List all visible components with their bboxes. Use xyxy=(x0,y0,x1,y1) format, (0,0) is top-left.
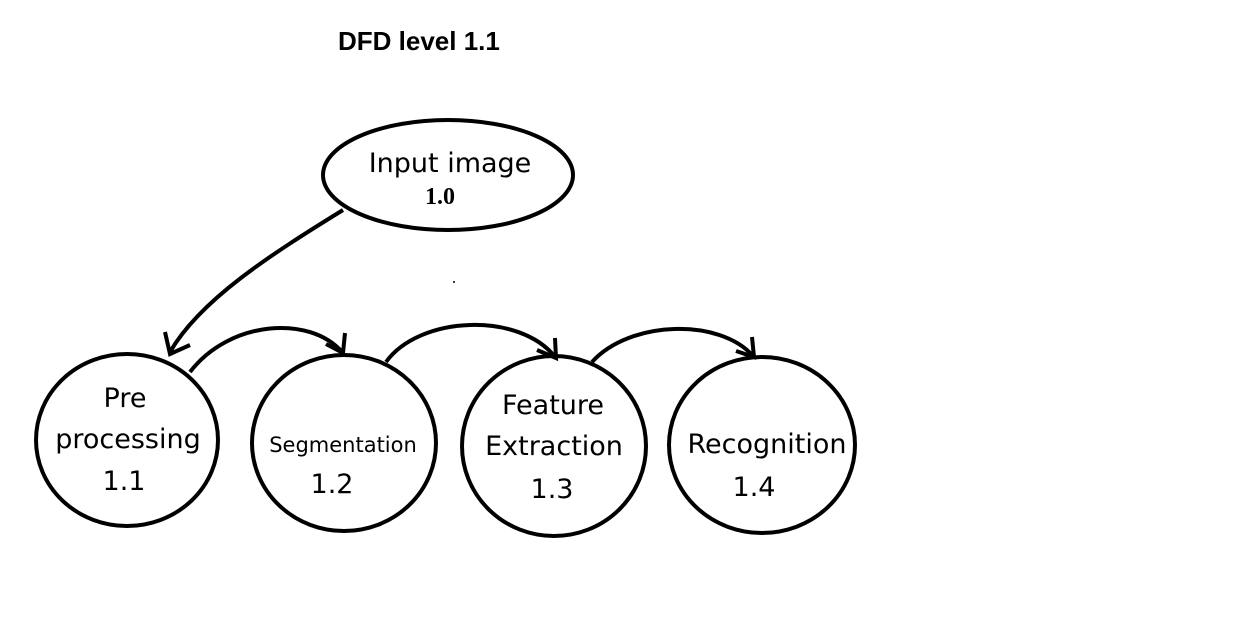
process-node-1-4 xyxy=(667,355,857,535)
input-image-label: Input image xyxy=(368,148,532,179)
process-node-1-1 xyxy=(34,352,220,528)
process-1-1-number: 1.1 xyxy=(102,466,146,497)
process-1-4-label: Recognition xyxy=(687,429,847,460)
flow-arrow-1-3-to-1-4 xyxy=(590,326,755,364)
flow-arrow-input-to-preprocessing xyxy=(168,208,345,354)
arrowhead-input-to-preprocessing xyxy=(163,331,191,357)
flow-arrow-1-1-to-1-2 xyxy=(188,325,344,374)
process-1-1-label-line2: processing xyxy=(55,424,201,455)
arrowhead-1-2-to-1-3 xyxy=(536,337,559,362)
process-1-4-number: 1.4 xyxy=(732,472,776,503)
diagram-title: DFD level 1.1 xyxy=(338,26,500,56)
input-image-node xyxy=(321,118,575,232)
process-1-2-number: 1.2 xyxy=(310,469,354,500)
process-1-1-label-line1: Pre xyxy=(103,383,147,414)
process-1-3-label-line1: Feature xyxy=(501,390,605,421)
flow-arrow-1-2-to-1-3 xyxy=(384,322,557,364)
arrowhead-1-3-to-1-4 xyxy=(735,336,757,360)
stray-dot xyxy=(453,281,455,283)
process-1-2-label: Segmentation xyxy=(269,433,417,457)
arrowhead-1-1-to-1-2 xyxy=(325,332,347,357)
process-1-3-number: 1.3 xyxy=(530,474,574,505)
input-image-number: 1.0 xyxy=(425,184,455,210)
process-1-3-label-line2: Extraction xyxy=(485,431,623,462)
